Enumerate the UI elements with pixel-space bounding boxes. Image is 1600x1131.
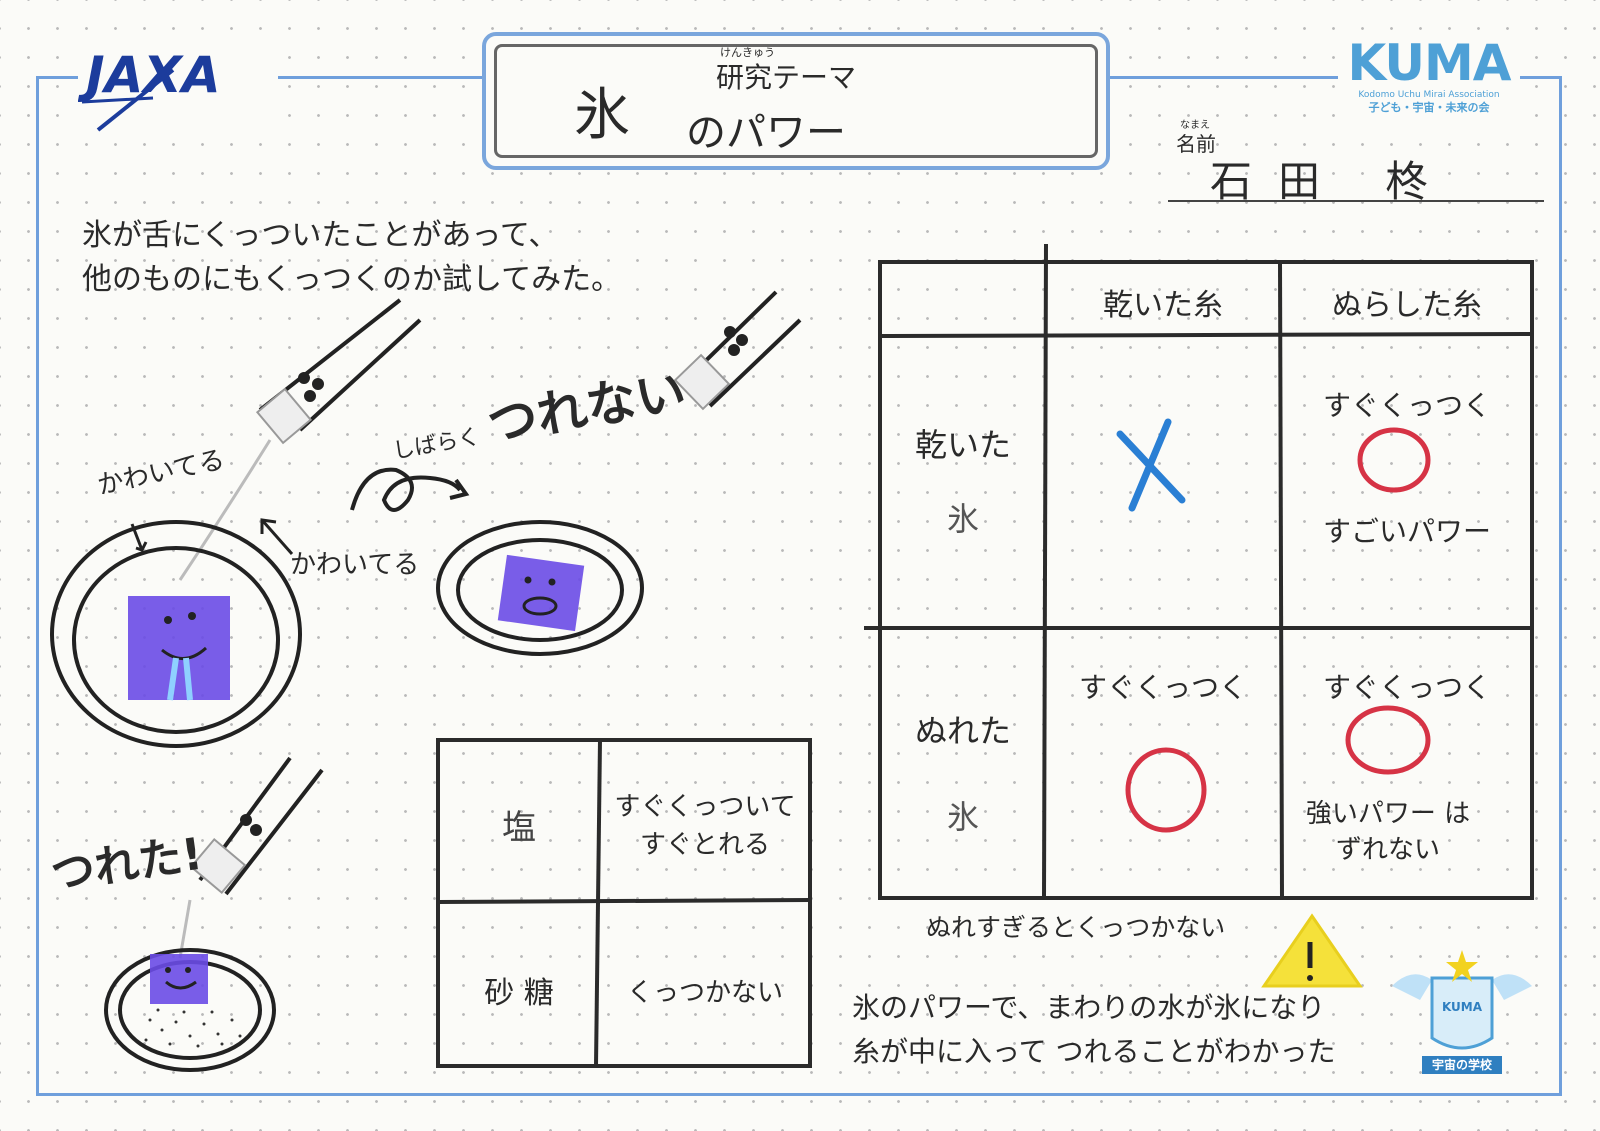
sugar-grains	[144, 1008, 242, 1048]
name-underline	[1168, 200, 1544, 202]
col-header-wet-thread: ぬらした糸	[1332, 288, 1482, 323]
badge-emblem: KUMA	[1441, 1000, 1483, 1014]
col-header-dry-thread: 乾いた糸	[1103, 288, 1223, 323]
name-label: 名前	[1176, 132, 1216, 156]
title-box	[482, 32, 1110, 170]
row-header-wet-ice-line-1: ぬれた	[914, 712, 1011, 750]
ice-cube-2	[497, 554, 585, 632]
chopsticks-2	[673, 290, 802, 411]
wait-arrow	[350, 467, 462, 512]
row-header-dry-ice: 乾いた 氷	[880, 408, 1046, 556]
kuma-logo-sub: Kodomo Uchu Mirai Association	[1358, 90, 1500, 100]
intro-line-1: 氷が舌にくっついたことがあって、	[82, 218, 559, 253]
mark-circle-3	[1345, 705, 1431, 775]
cell-wet-ice-wet-thread-bottom: 強いパワー はずれない	[1305, 799, 1471, 865]
cell-wet-ice-wet-thread-top: すぐくっつく	[1322, 671, 1491, 704]
cell-wet-ice-dry-thread-top: すぐくっつく	[1078, 671, 1247, 704]
intro-line-2: 他のものにもくっつくのか試してみた。	[82, 262, 622, 297]
plate-1	[50, 520, 302, 748]
small-table-result-salt-line-1: すぐくっついて	[614, 792, 796, 822]
research-theme-label: 研究テーマ	[716, 61, 857, 94]
row-header-wet-ice-line-2: 氷	[946, 798, 979, 836]
ice-cube-1	[128, 596, 230, 700]
table-note: ぬれすぎるとくっつかない	[926, 913, 1226, 942]
thread-1	[178, 439, 272, 581]
school-badge-icon	[1392, 950, 1532, 1074]
research-theme-sub: のパワー	[686, 110, 846, 156]
small-table-result-sugar: くっつかない	[626, 978, 783, 1008]
small-table-result-salt-line-2: すぐとれる	[639, 830, 770, 860]
research-theme-ruby: けんきゅう	[720, 46, 775, 59]
cell-dry-ice-wet-thread-top: すぐくっつく	[1322, 389, 1491, 422]
small-table-grid	[436, 738, 812, 1068]
kuma-logo: KUMA Kodomo Uchu Mirai Association 子ども・宇…	[1338, 36, 1520, 122]
name-ruby: なまえ	[1180, 120, 1210, 131]
row-header-dry-ice-line-1: 乾いた	[914, 426, 1011, 464]
conclusion-line-2: 糸が中に入って つれることがわかった	[852, 1035, 1336, 1068]
intro-text: 氷が舌にくっついたことがあって、 他のものにもくっつくのか試してみた。	[82, 214, 621, 302]
chopsticks-1	[255, 298, 422, 445]
row-header-wet-ice: ぬれた 氷	[880, 688, 1046, 860]
small-table-result-salt: すぐくっついて すぐとれる	[600, 788, 810, 864]
mark-circle-2	[1125, 747, 1207, 833]
row-header-dry-ice-line-2: 氷	[946, 500, 979, 538]
label-dry-2: かわいてる	[290, 550, 420, 580]
main-table-grid	[864, 243, 1534, 900]
mark-circle-1	[1357, 427, 1431, 493]
kuma-logo-text: KUMA	[1347, 34, 1512, 92]
chopsticks-3	[189, 756, 324, 896]
mark-cross	[1116, 418, 1186, 512]
kuma-logo-sub-jp: 子ども・宇宙・未来の会	[1368, 101, 1490, 114]
badge-label: 宇宙の学校	[1431, 1058, 1492, 1072]
jaxa-logo-text: JAXA	[78, 46, 221, 104]
small-table-item-sugar: 砂 糖	[484, 976, 554, 1011]
conclusion-line-1: 氷のパワーで、まわりの水が氷になり	[852, 991, 1326, 1024]
cell-dry-ice-wet-thread-bottom: すごいパワー	[1322, 515, 1491, 548]
research-theme-main: 氷	[574, 83, 630, 148]
conclusion-text: 氷のパワーで、まわりの水が氷になり 糸が中に入って つれることがわかった	[852, 986, 1336, 1074]
name-value: 石田 柊	[1210, 157, 1454, 206]
warning-icon	[1261, 913, 1363, 988]
plate-2	[436, 520, 644, 656]
jaxa-logo: JAXA	[78, 40, 278, 140]
ice-cube-3	[150, 954, 208, 1004]
small-table-item-salt: 塩	[502, 808, 536, 848]
